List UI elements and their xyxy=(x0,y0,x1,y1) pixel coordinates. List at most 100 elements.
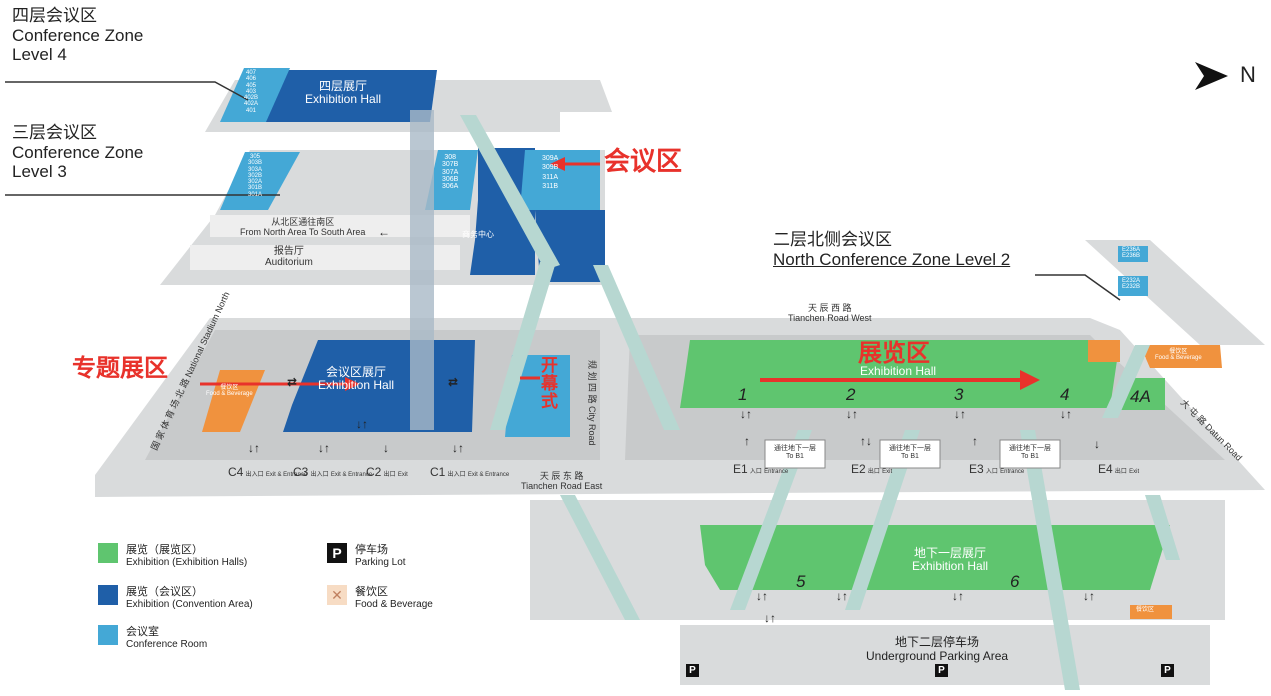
arrows-b1-5-icon: ↓↑ xyxy=(764,611,776,625)
red-label-conference: 会议区 xyxy=(604,146,683,176)
gate-c4-id: C4 xyxy=(228,465,244,479)
arrows-hall2-icon: ↓↑ xyxy=(846,407,858,421)
elevator-shaft xyxy=(410,110,434,430)
pointer-line-level2 xyxy=(1035,274,1121,301)
to-b1-box-2 xyxy=(879,439,941,469)
gate-e3-cn: 入口 xyxy=(985,469,998,475)
food-right-cn: 餐饮区 xyxy=(1169,349,1188,355)
parking-icon-1: P xyxy=(686,664,699,677)
gate-c2-cn: 出口 xyxy=(383,472,396,478)
escalator-2 xyxy=(490,262,556,430)
level2-rooms-list-1: E236A E236B xyxy=(1122,247,1140,260)
room-301b: 301B xyxy=(248,185,263,192)
level4-rooms-list: 407 406 405 403 402B 402A 401 xyxy=(244,70,258,114)
zone-level4-en2: Level 4 xyxy=(12,45,67,65)
food-beverage-right xyxy=(1140,345,1222,368)
legend-swatch-blue xyxy=(98,585,118,605)
gate-e3: E3 入口 Entrance xyxy=(969,462,1025,476)
food-area-right-label: 餐饮区 Food & Beverage xyxy=(1155,349,1202,362)
road-tianchen-east-en: Tianchen Road East xyxy=(521,480,603,491)
gate-e2-id: E2 xyxy=(851,462,866,476)
red-arrowhead-special xyxy=(345,377,360,391)
arrows-b1-4-icon: ↓↑ xyxy=(1083,589,1095,603)
gate-e4: E4 出口 Exit xyxy=(1098,462,1139,476)
parking-icon-2: P xyxy=(935,664,948,677)
gate-e1-cn: 入口 xyxy=(749,469,762,475)
level3-corridor xyxy=(210,215,470,237)
road-city: 规 划 四 路 City Road xyxy=(586,360,597,446)
escalator-9 xyxy=(1145,495,1180,560)
arrows-hall4-icon: ↓↑ xyxy=(1060,407,1072,421)
room-e232a: E232A xyxy=(1122,278,1141,284)
zone-level4-label: 四层会议区 Conference Zone Level 4 xyxy=(12,6,143,65)
gate-e3-id: E3 xyxy=(969,462,984,476)
legend-exhibition-halls-text: 展览（展览区） Exhibition (Exhibition Halls) xyxy=(126,541,247,568)
to-b1-en-1: To B1 xyxy=(786,452,804,460)
red-arrowhead-conference xyxy=(550,157,565,171)
hall-number-5: 5 xyxy=(796,572,806,591)
level3-rooms-mid xyxy=(425,150,478,210)
hall-number-3: 3 xyxy=(954,385,964,404)
gate-c1-en: Exit & Entrance xyxy=(467,472,510,478)
legend-4-cn: 餐饮区 xyxy=(355,586,388,598)
pointer-line-level4 xyxy=(5,81,249,101)
gate-e4-id: E4 xyxy=(1098,462,1113,476)
to-b1-label-3: 通往地下一层 To B1 xyxy=(1003,445,1057,460)
escalator-8 xyxy=(1020,430,1080,690)
room-401: 401 xyxy=(246,107,257,114)
gate-e2: E2 出口 Exit xyxy=(851,462,892,476)
exhibition-hall-en-label: Exhibition Hall xyxy=(860,364,937,378)
room-406: 406 xyxy=(246,76,257,83)
room-303a: 303A xyxy=(248,166,263,173)
legend-3-en: Parking Lot xyxy=(355,557,406,568)
gate-c3: C3 出入口 Exit & Entrance xyxy=(293,465,373,479)
level2-north-strip xyxy=(1085,240,1265,345)
gate-e3-en: Entrance xyxy=(1000,469,1025,475)
b1-food xyxy=(1130,605,1172,619)
room-e236a: E236A xyxy=(1122,247,1141,253)
conf-hall-cn: 会议区展厅 xyxy=(326,365,387,379)
level3-rooms-left-list: 305 303B 303A 302B 302A 301B 301A xyxy=(248,154,262,198)
to-b1-box-1 xyxy=(764,439,826,469)
arrow-e4-icon: ↓ xyxy=(1094,437,1100,451)
room-309b: 309B xyxy=(542,164,559,172)
arrows-conf-icon: ↓↑ xyxy=(356,417,368,431)
to-b1-cn-3: 通往地下一层 xyxy=(1009,445,1051,452)
legend-2-cn: 会议室 xyxy=(126,626,159,638)
red-arrowhead-exhibition xyxy=(1020,370,1040,390)
gate-c4: C4 出入口 Exit & Entrance xyxy=(228,465,307,479)
zone-level3-cn: 三层会议区 xyxy=(12,123,97,142)
parking-cn: 地下二层停车场 xyxy=(895,635,980,649)
b1-hall-cn: 地下一层展厅 xyxy=(914,546,987,560)
arrow-north-south-icon: ← xyxy=(378,225,390,239)
level4-hall-en: Exhibition Hall xyxy=(305,92,382,107)
gate-e1: E1 入口 Entrance xyxy=(733,462,788,476)
room-301a: 301A xyxy=(248,191,263,198)
road-city-en: City Road xyxy=(587,406,597,446)
road-tianchen-east-cn: 天 辰 东 路 xyxy=(539,471,584,481)
arrows-c1-icon: ↓↑ xyxy=(452,441,464,455)
level4-hall xyxy=(264,70,437,122)
gate-e4-cn: 出口 xyxy=(1114,469,1127,475)
north-arrow-icon xyxy=(1195,62,1228,90)
parking-label: 地下二层停车场 Underground Parking Area xyxy=(866,635,1008,664)
gate-e2-cn: 出口 xyxy=(867,469,880,475)
gate-c3-en: Exit & Entrance xyxy=(330,472,373,478)
road-tianchen-west-en: Tianchen Road West xyxy=(788,312,872,323)
gate-c3-id: C3 xyxy=(293,465,309,479)
food-left-cn: 餐饮区 xyxy=(220,385,239,391)
food-right-en: Food & Beverage xyxy=(1155,355,1202,362)
room-402b: 402B xyxy=(244,95,259,102)
food-beverage-small xyxy=(1088,340,1120,362)
gate-c1-cn: 出入口 xyxy=(447,472,466,478)
north-to-south-cn: 从北区通往南区 xyxy=(271,217,335,227)
exhibition-hall-green xyxy=(680,340,1120,408)
to-b1-cn-1: 通往地下一层 xyxy=(774,445,816,452)
escalator-1 xyxy=(460,115,560,270)
legend-1-cn: 展览（会议区） xyxy=(126,586,203,598)
food-icon: ✕ xyxy=(327,585,347,605)
gate-c2-id: C2 xyxy=(366,465,382,479)
road-tianchen-west-cn: 天 辰 西 路 xyxy=(808,303,852,313)
room-307b: 307B xyxy=(442,161,459,169)
arrow-c2-icon: ↓ xyxy=(383,441,389,455)
